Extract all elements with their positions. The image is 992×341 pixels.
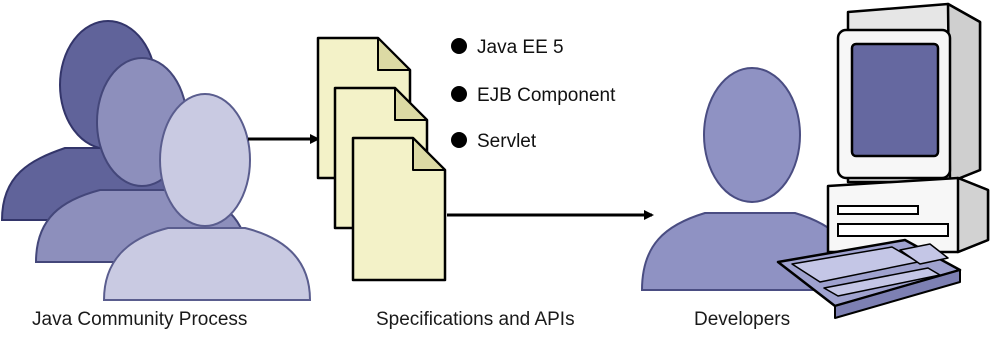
- jcp-people-group: [0, 20, 312, 301]
- bullet-item: Servlet: [451, 131, 537, 152]
- caption-specifications-and-apis: Specifications and APIs: [376, 309, 575, 330]
- drive-slot: [837, 205, 919, 215]
- document-stack: [316, 36, 447, 282]
- bullet-list: Java EE 5 EJB Component Servlet: [451, 37, 616, 152]
- screen: [850, 42, 940, 158]
- keyboard-icon: [776, 238, 962, 319]
- bullet-label: EJB Component: [477, 85, 616, 106]
- bullet-label: Java EE 5: [477, 37, 564, 58]
- bullet-dot-icon: [451, 132, 467, 148]
- bullet-item: EJB Component: [451, 85, 616, 106]
- bullet-dot-icon: [451, 38, 467, 54]
- caption-developers: Developers: [694, 309, 791, 330]
- bullet-item: Java EE 5: [451, 37, 564, 58]
- caption-java-community-process: Java Community Process: [32, 309, 248, 330]
- person-icon: [102, 93, 312, 301]
- bullet-label: Servlet: [477, 131, 537, 152]
- document-icon: [351, 136, 447, 282]
- bullet-dot-icon: [451, 86, 467, 102]
- computer-icon: [826, 2, 990, 254]
